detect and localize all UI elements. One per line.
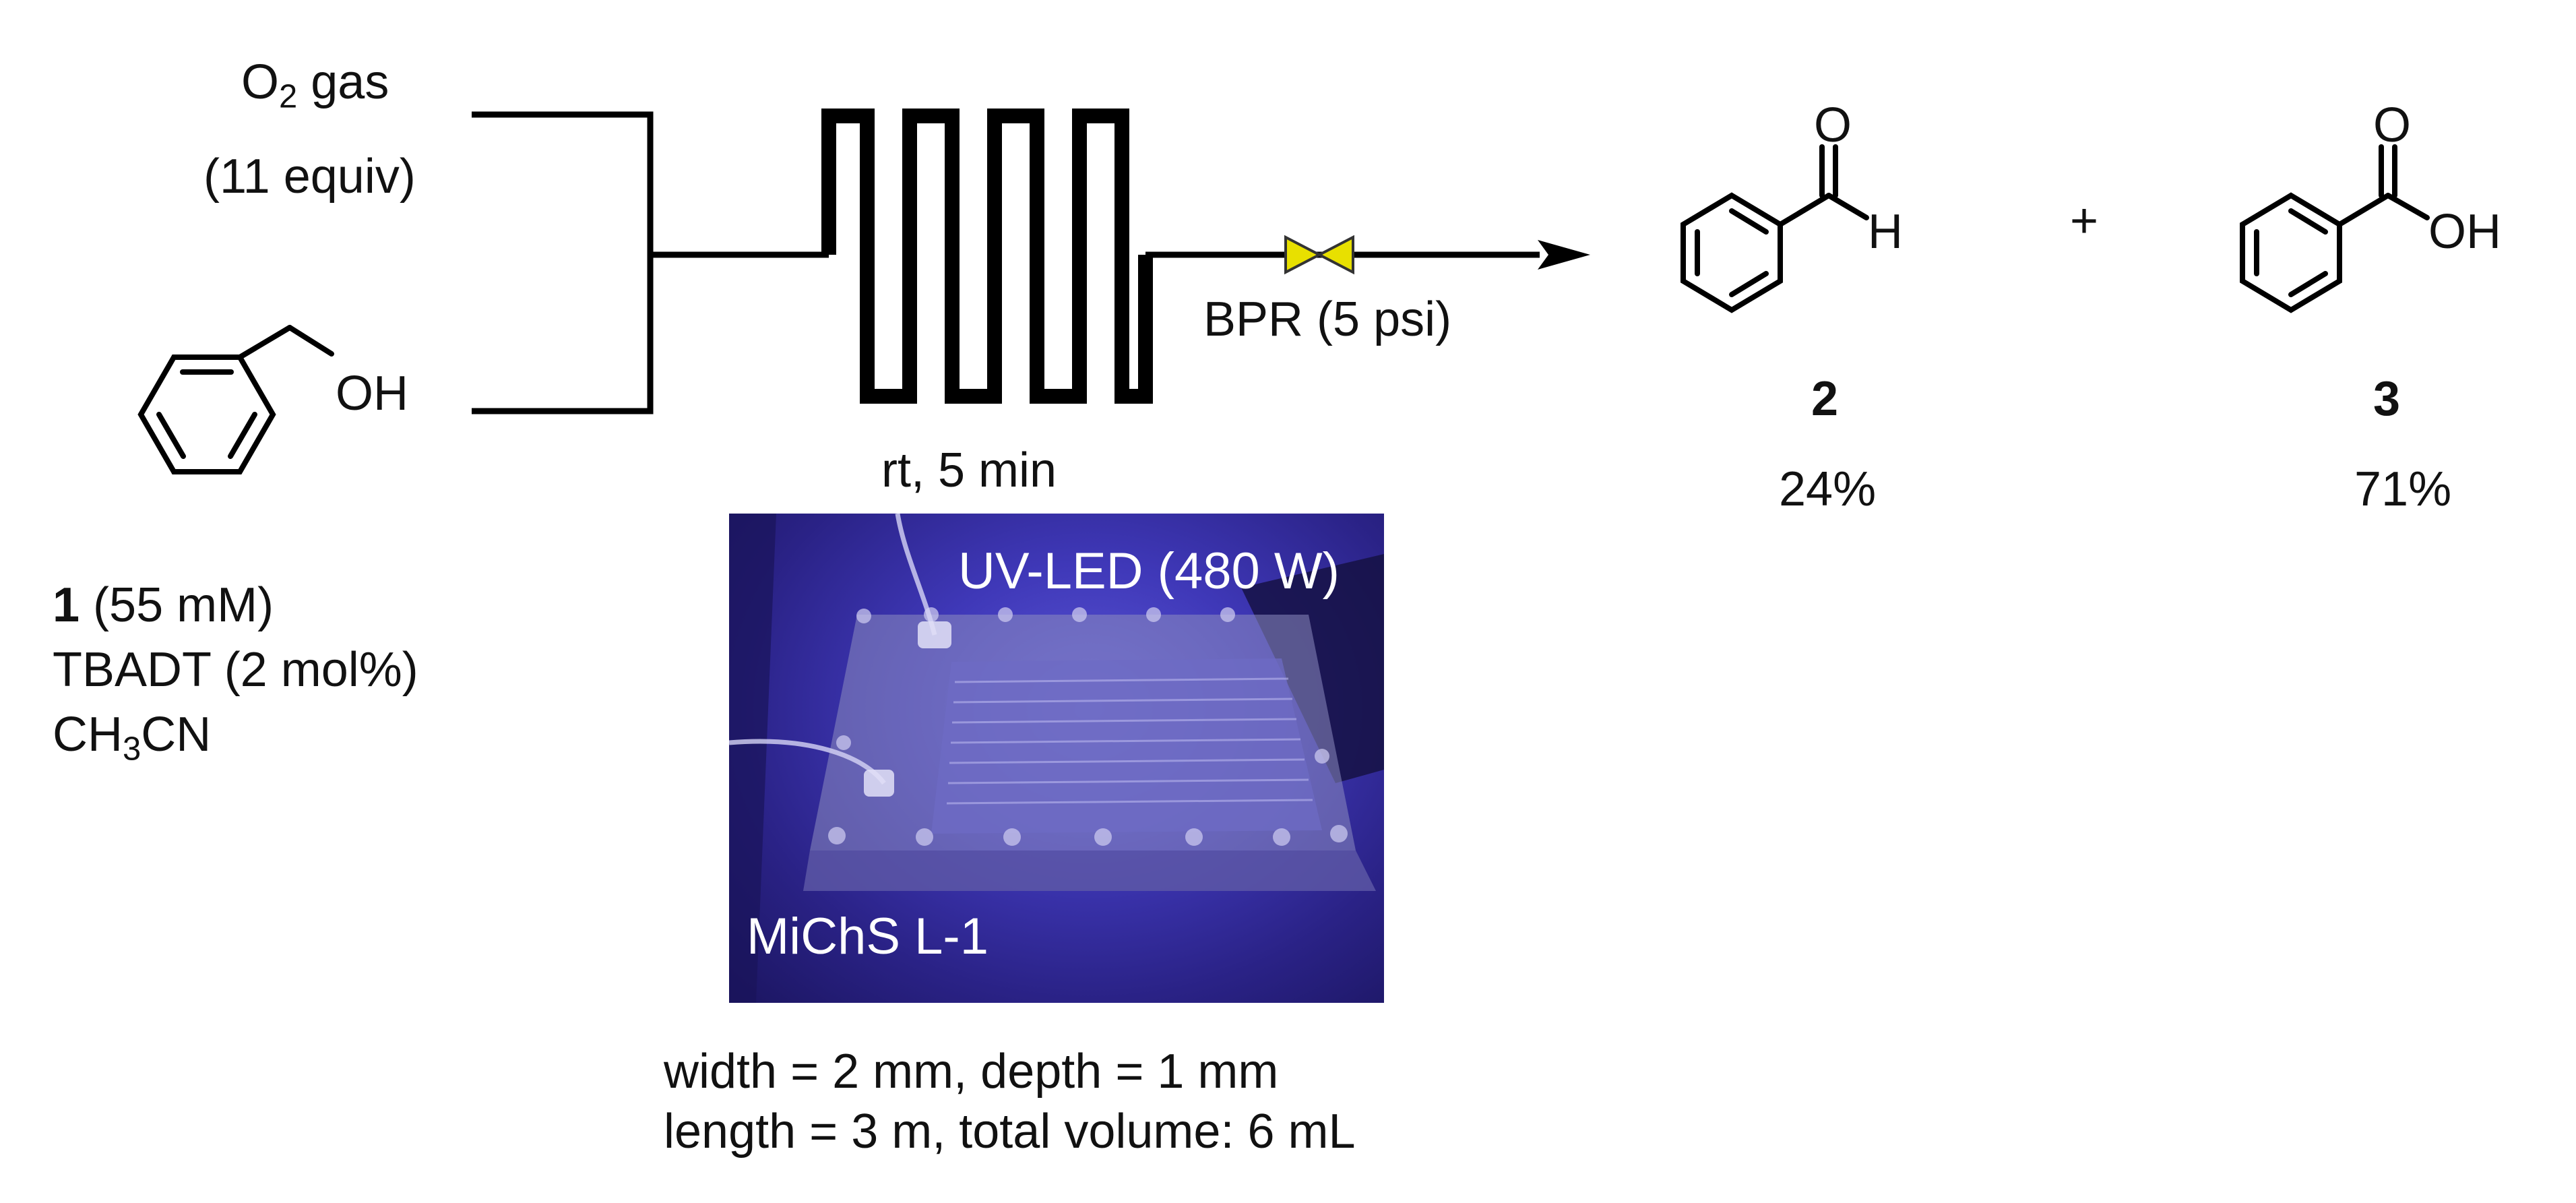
product2-h-atom: H [1868,205,1903,259]
benzaldehyde-structure [1680,144,1869,313]
plus-sign: + [2070,194,2099,248]
substrate-oh-label: OH [336,367,408,421]
bpr-label: BPR (5 psi) [1203,292,1452,346]
reactor-photo: UV-LED (480 W) MiChS L-1 [729,514,1384,1003]
product2-yield: 24% [1779,462,1877,516]
o2-equiv-label: (11 equiv) [203,150,416,204]
compound-number-1: 1 [53,578,80,632]
reaction-arrowhead [1538,240,1590,270]
photo-label-michs: MiChS L-1 [747,908,988,965]
reactor-photo-drawing [729,514,1384,1003]
product3-o-atom: O [2373,98,2412,152]
conditions-label: rt, 5 min [881,443,1057,497]
product2-o-atom: O [1814,98,1852,152]
compound-number-3: 3 [2373,372,2401,426]
substrate-compound-label: 1 (55 mM) [53,578,274,632]
o2-feed-line [472,111,654,255]
o2-gas-label: O2 gas [241,55,389,115]
substrate-feed-line [472,255,654,414]
product3-yield: 71% [2354,462,2452,516]
caption-line-2: length = 3 m, total volume: 6 mL [664,1105,1356,1159]
photo-label-uv-led: UV-LED (480 W) [958,543,1340,600]
solvent-label: CH3CN [53,708,212,768]
benzyl-alcohol-structure [137,325,334,474]
feed-lines [472,111,829,414]
product3-oh-group: OH [2428,205,2501,259]
catalyst-label: TBADT (2 mol%) [53,643,418,697]
caption-line-1: width = 2 mm, depth = 1 mm [664,1045,1279,1099]
compound-number-2: 2 [1811,372,1839,426]
benzoic-acid-structure [2240,144,2430,313]
bpr-valve-icon [1284,235,1354,275]
reactor-caption: width = 2 mm, depth = 1 mm length = 3 m,… [664,1042,1356,1163]
reactor-coil [821,109,1153,404]
